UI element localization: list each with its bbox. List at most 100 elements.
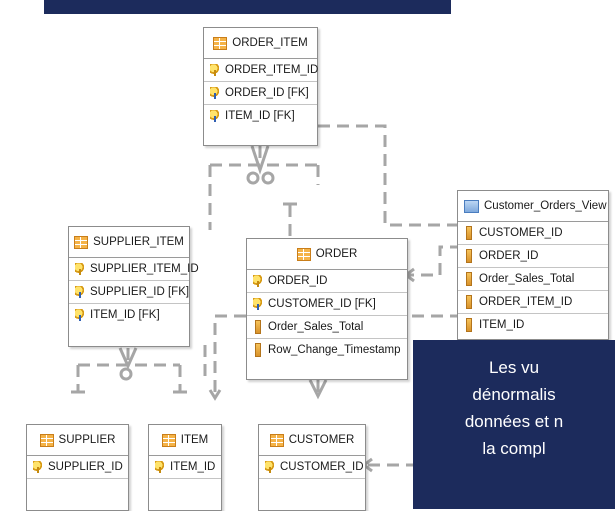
column-label: ORDER_ID bbox=[268, 275, 328, 287]
top-banner bbox=[44, 0, 451, 14]
column-row: Row_Change_Timestamp bbox=[247, 339, 407, 361]
column-row: Order_Sales_Total bbox=[458, 268, 608, 291]
entity-customer-title: CUSTOMER bbox=[288, 434, 355, 446]
entity-body-spacer bbox=[27, 479, 128, 495]
column-label: ITEM_ID [FK] bbox=[90, 309, 160, 321]
callout-line: dénormalis bbox=[472, 385, 556, 404]
table-icon bbox=[161, 433, 176, 447]
entity-customer-orders-view-header: Customer_Orders_View bbox=[458, 191, 608, 222]
connector-order-item bbox=[213, 314, 246, 395]
column-row: ORDER_ITEM_ID bbox=[204, 59, 319, 82]
column-icon bbox=[255, 320, 261, 334]
crowsfoot-orderitem bbox=[250, 145, 270, 175]
column-row: ITEM_ID [FK] bbox=[69, 304, 189, 326]
column-row: ITEM_ID bbox=[149, 456, 221, 479]
column-label: ORDER_ITEM_ID bbox=[225, 64, 319, 76]
crowsfoot-circle-1 bbox=[246, 171, 260, 185]
entity-supplier-item-title: SUPPLIER_ITEM bbox=[93, 236, 184, 248]
column-icon bbox=[466, 295, 472, 309]
entity-customer-orders-view[interactable]: Customer_Orders_View CUSTOMER_ID ORDER_I… bbox=[457, 190, 609, 340]
entity-order-item-title: ORDER_ITEM bbox=[232, 37, 308, 49]
column-label: SUPPLIER_ID bbox=[48, 461, 123, 473]
column-row: ORDER_ID bbox=[458, 245, 608, 268]
column-label: ORDER_ID bbox=[479, 250, 539, 262]
entity-order[interactable]: ORDER ORDER_ID CUSTOMER_ID [FK] Order_Sa… bbox=[246, 238, 408, 380]
primary-key-icon bbox=[75, 263, 85, 275]
column-label: CUSTOMER_ID bbox=[280, 461, 364, 473]
table-icon bbox=[296, 247, 311, 261]
column-row: SUPPLIER_ID bbox=[27, 456, 128, 479]
table-icon bbox=[39, 433, 54, 447]
entity-supplier-header: SUPPLIER bbox=[27, 425, 128, 456]
primary-key-icon bbox=[155, 461, 165, 473]
entity-customer[interactable]: CUSTOMER CUSTOMER_ID bbox=[258, 424, 366, 511]
column-icon bbox=[466, 226, 472, 240]
table-icon bbox=[269, 433, 284, 447]
column-row: CUSTOMER_ID [FK] bbox=[247, 293, 407, 316]
entity-body-spacer bbox=[149, 479, 221, 495]
column-row: ORDER_ID [FK] bbox=[204, 82, 317, 105]
primary-key-icon bbox=[265, 461, 275, 473]
callout-line: données et n bbox=[464, 412, 564, 431]
primary-key-icon bbox=[210, 64, 220, 76]
column-label: CUSTOMER_ID [FK] bbox=[268, 298, 376, 310]
callout-box: Les vu dénormalis données et n la compl bbox=[413, 340, 615, 509]
entity-order-header: ORDER bbox=[247, 239, 407, 270]
column-label: Order_Sales_Total bbox=[268, 321, 364, 333]
entity-supplier[interactable]: SUPPLIER SUPPLIER_ID bbox=[26, 424, 129, 511]
column-label: SUPPLIER_ITEM_ID bbox=[90, 263, 199, 275]
connector-orderitem-view bbox=[318, 124, 462, 227]
primary-key-icon bbox=[33, 461, 43, 473]
crowsfoot-order bbox=[308, 379, 328, 400]
entity-supplier-item[interactable]: SUPPLIER_ITEM SUPPLIER_ITEM_ID SUPPLIER_… bbox=[68, 226, 199, 347]
table-icon bbox=[213, 36, 228, 50]
column-icon bbox=[255, 343, 261, 357]
connector-view-order bbox=[408, 245, 462, 277]
entity-item[interactable]: ITEM ITEM_ID bbox=[148, 424, 222, 511]
column-row: SUPPLIER_ID [FK] bbox=[69, 281, 189, 304]
column-row: ORDER_ITEM_ID bbox=[458, 291, 608, 314]
column-row: CUSTOMER_ID bbox=[259, 456, 365, 479]
column-icon bbox=[466, 272, 472, 286]
view-icon bbox=[464, 199, 479, 213]
column-label: CUSTOMER_ID bbox=[479, 227, 563, 239]
primary-key-icon bbox=[253, 275, 263, 287]
column-row: ORDER_ID bbox=[247, 270, 407, 293]
column-row: SUPPLIER_ITEM_ID bbox=[69, 258, 199, 281]
entity-item-header: ITEM bbox=[149, 425, 221, 456]
column-icon bbox=[466, 318, 472, 332]
entity-supplier-title: SUPPLIER bbox=[58, 434, 116, 446]
column-row: Order_Sales_Total bbox=[247, 316, 407, 339]
entity-order-item[interactable]: ORDER_ITEM ORDER_ITEM_ID ORDER_ID [FK] I… bbox=[203, 27, 318, 146]
crowsfoot-supplieritem bbox=[118, 347, 138, 370]
entity-customer-header: CUSTOMER bbox=[259, 425, 365, 456]
callout-line: la compl bbox=[482, 439, 546, 458]
column-label: Row_Change_Timestamp bbox=[268, 344, 401, 356]
column-label: Order_Sales_Total bbox=[479, 273, 575, 285]
foreign-key-icon bbox=[75, 309, 85, 321]
column-row: ITEM_ID bbox=[458, 314, 608, 336]
entity-supplier-item-header: SUPPLIER_ITEM bbox=[69, 227, 189, 258]
column-label: ORDER_ITEM_ID bbox=[479, 296, 573, 308]
foreign-key-icon bbox=[253, 298, 263, 310]
crowsfoot-circle-3 bbox=[119, 367, 133, 381]
entity-order-title: ORDER bbox=[315, 248, 358, 260]
entity-item-title: ITEM bbox=[180, 434, 209, 446]
column-label: ITEM_ID [FK] bbox=[225, 110, 295, 122]
entity-customer-orders-view-title: Customer_Orders_View bbox=[484, 200, 607, 212]
table-icon bbox=[74, 235, 89, 249]
column-row: CUSTOMER_ID bbox=[458, 222, 608, 245]
crowsfoot-circle-2 bbox=[261, 171, 275, 185]
arrow-item bbox=[208, 389, 222, 401]
column-label: ITEM_ID bbox=[170, 461, 216, 473]
column-row: ITEM_ID [FK] bbox=[204, 105, 317, 127]
entity-body-spacer bbox=[259, 479, 365, 495]
foreign-key-icon bbox=[210, 110, 220, 122]
column-label: ITEM_ID bbox=[479, 319, 525, 331]
foreign-key-icon bbox=[210, 87, 220, 99]
column-label: SUPPLIER_ID [FK] bbox=[90, 286, 190, 298]
column-icon bbox=[466, 249, 472, 263]
callout-line: Les vu bbox=[488, 358, 540, 377]
foreign-key-icon bbox=[75, 286, 85, 298]
entity-order-item-header: ORDER_ITEM bbox=[204, 28, 317, 59]
